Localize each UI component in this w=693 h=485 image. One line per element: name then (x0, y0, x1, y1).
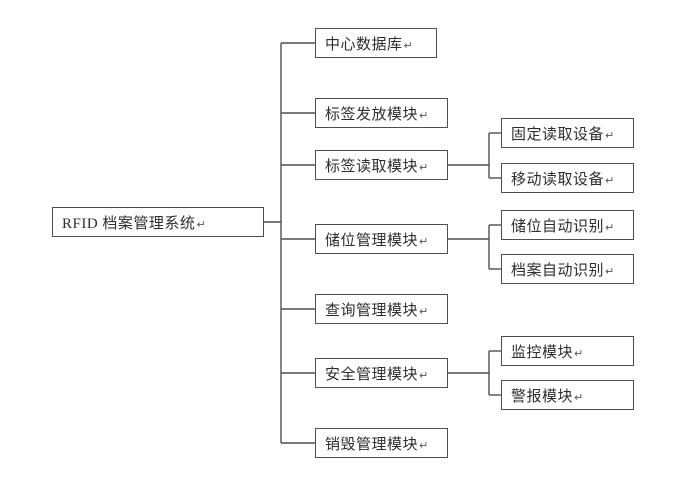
node-label: 固定读取设备 (511, 126, 605, 143)
node-label: 监控模块 (511, 344, 574, 361)
return-mark-icon: ↵ (605, 220, 615, 234)
node-label: 销毁管理模块 (325, 436, 419, 453)
node-label: 查询管理模块 (325, 302, 419, 319)
node-query-management-module: 查询管理模块↵ (315, 294, 448, 324)
node-monitoring-module: 监控模块↵ (501, 336, 634, 366)
node-label: 安全管理模块 (325, 366, 419, 383)
return-mark-icon: ↵ (419, 304, 429, 318)
return-mark-icon: ↵ (605, 173, 615, 187)
node-central-database: 中心数据库↵ (315, 28, 437, 58)
node-storage-auto-identification: 储位自动识别↵ (501, 210, 634, 240)
node-label: RFID 档案管理系统 (62, 215, 196, 232)
return-mark-icon: ↵ (419, 108, 429, 122)
node-label: 储位管理模块 (325, 232, 419, 249)
node-label: 标签发放模块 (325, 106, 419, 123)
return-mark-icon: ↵ (574, 390, 584, 404)
node-label: 储位自动识别 (511, 218, 605, 235)
node-label: 档案自动识别 (511, 262, 605, 279)
node-mobile-reader-device: 移动读取设备↵ (501, 163, 634, 193)
node-rfid-archive-management-system: RFID 档案管理系统↵ (52, 207, 264, 237)
node-tag-issuing-module: 标签发放模块↵ (315, 98, 448, 128)
node-label: 移动读取设备 (511, 171, 605, 188)
node-destruction-management-module: 销毁管理模块↵ (315, 428, 448, 458)
return-mark-icon: ↵ (196, 217, 207, 231)
node-storage-management-module: 储位管理模块↵ (315, 224, 448, 254)
return-mark-icon: ↵ (419, 160, 429, 174)
node-archive-auto-identification: 档案自动识别↵ (501, 254, 634, 284)
return-mark-icon: ↵ (403, 38, 414, 52)
node-fixed-reader-device: 固定读取设备↵ (501, 118, 634, 148)
return-mark-icon: ↵ (419, 438, 429, 452)
return-mark-icon: ↵ (419, 368, 429, 382)
node-label: 警报模块 (511, 388, 574, 405)
node-label: 标签读取模块 (325, 158, 419, 175)
node-alarm-module: 警报模块↵ (501, 380, 634, 410)
return-mark-icon: ↵ (605, 264, 615, 278)
return-mark-icon: ↵ (574, 346, 584, 360)
node-security-management-module: 安全管理模块↵ (315, 358, 448, 388)
node-tag-reading-module: 标签读取模块↵ (315, 150, 448, 180)
node-label: 中心数据库 (325, 36, 403, 53)
return-mark-icon: ↵ (605, 128, 615, 142)
return-mark-icon: ↵ (419, 234, 429, 248)
